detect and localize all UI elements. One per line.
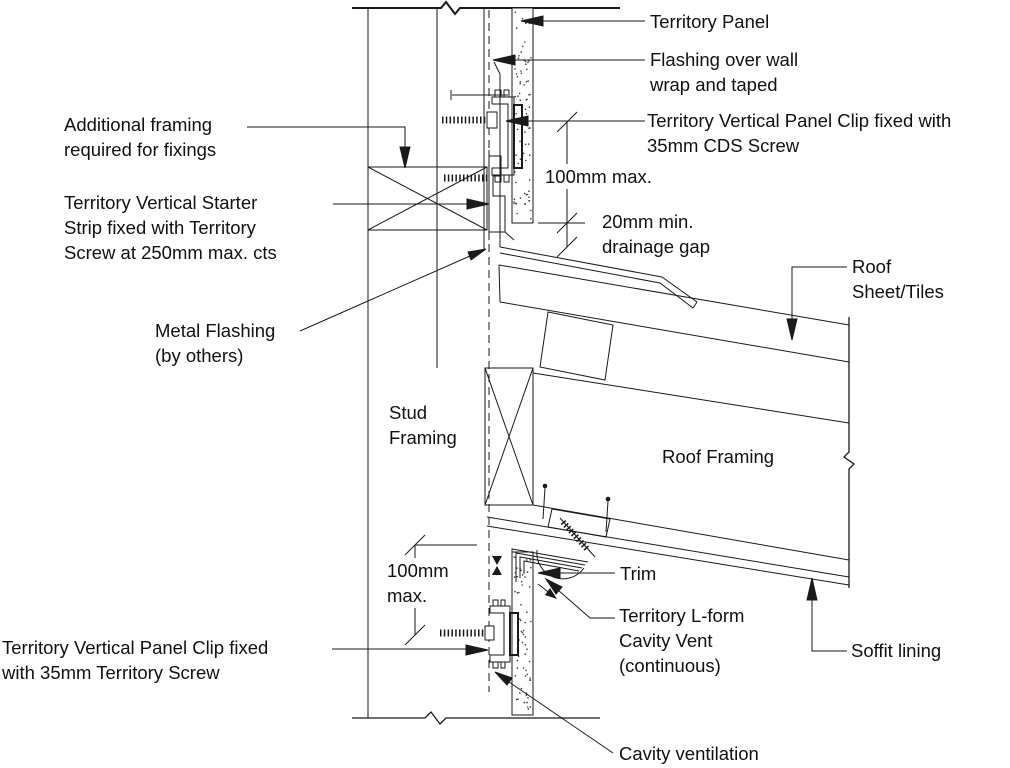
soffit-battens-and-fixings [543,483,611,557]
leader-roof-sheet [792,267,847,320]
label-trim: Trim [620,563,657,584]
soffit-screw [563,522,588,550]
soffit-lining [487,517,849,585]
l-form-cavity-vent [512,549,588,586]
soffit-nail [606,501,608,532]
screw-head [485,626,494,640]
leader-lines [247,15,847,753]
soffit-batten [547,508,611,538]
clip-face-plate [514,105,522,168]
metal-flashing [494,62,697,308]
territory-panel-lower [512,552,533,715]
soffit-nail [543,488,545,519]
roof-sheet [499,265,849,362]
label-stud-framing: Stud Framing [389,402,457,448]
roof-batten [539,311,614,381]
label-drainage-gap: 20mm min. drainage gap [602,211,711,257]
starter-strip [489,150,514,240]
leader-additional-framing [247,127,405,158]
label-territory-panel: Territory Panel [650,11,770,32]
label-roof-sheet-tiles: Roof Sheet/Tiles [852,256,944,302]
leader-soffit-lining [812,600,847,651]
label-starter-strip: Territory Vertical Starter Strip fixed w… [64,192,277,263]
screw-head [487,112,497,128]
blocking-roof-edge [485,368,533,505]
blocking-top [368,167,487,230]
airflow-arrow-tail [538,584,551,594]
roof-framing-rafter [533,373,849,560]
label-panel-clip-cds: Territory Vertical Panel Clip fixed with… [647,110,952,156]
label-roof-framing: Roof Framing [662,446,775,467]
stud-framing-wall [352,2,620,724]
label-l-form-cavity-vent: Territory L-form Cavity Vent (continuous… [619,605,745,676]
label-additional-framing: Additional framing required for fixings [64,114,217,160]
label-soffit-lining: Soffit lining [851,640,942,661]
trim-profile [537,550,584,579]
label-dim-100mm-bottom: 100mm max. [385,558,451,608]
clip-face-plate [510,613,518,655]
label-cavity-ventilation: Cavity ventilation [619,743,759,764]
label-dim-100mm-top: 100mm max. [543,164,654,189]
bottom-break-line [352,712,600,724]
leader-metal-flashing [300,256,470,331]
panel-clip-upper [442,90,522,182]
label-panel-clip-territory: Territory Vertical Panel Clip fixed with… [2,637,269,683]
top-break-line [352,2,620,14]
leader-cavity-ventilation [509,682,613,753]
label-flashing-over-wrap: Flashing over wall wrap and taped [650,49,799,95]
leader-cavity-vent [558,590,615,618]
panel-clip-lower [440,600,518,668]
right-break-line [844,317,854,588]
label-metal-flashing: Metal Flashing (by others) [155,320,276,366]
